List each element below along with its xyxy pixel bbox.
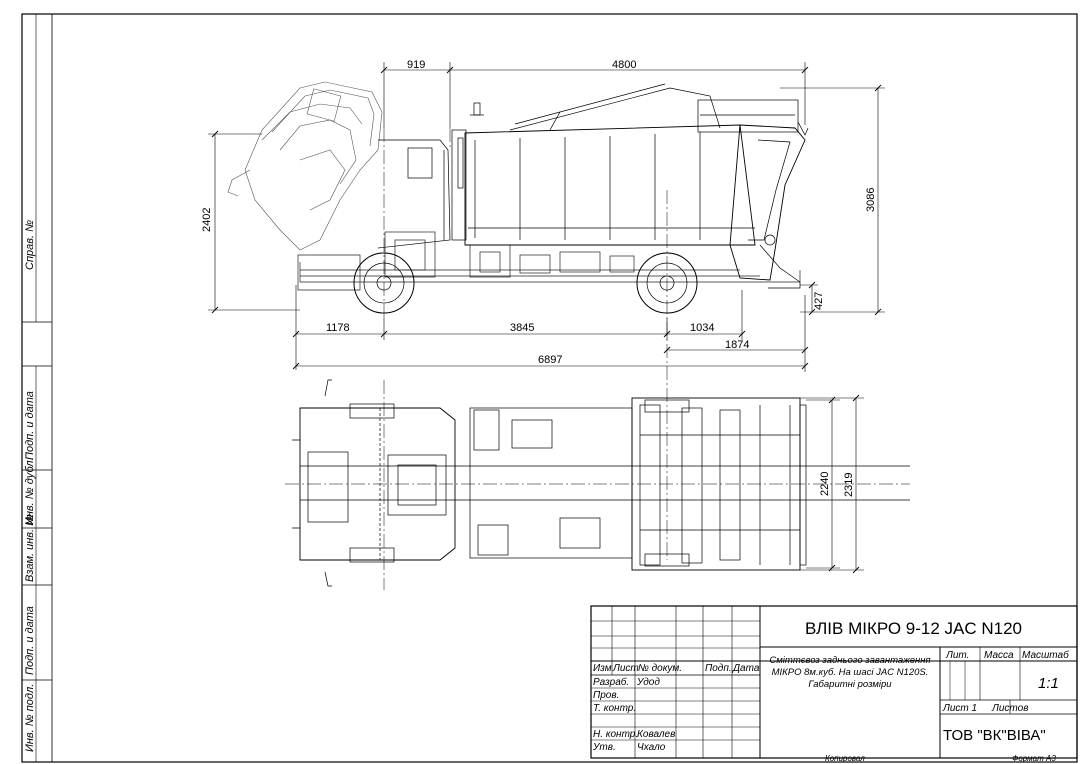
copied-label: Копировал [825, 754, 865, 763]
stamp-podp-data-2: Подп. и дата [24, 606, 36, 675]
plan-dimension-ticks [828, 394, 860, 574]
dimension-lines [208, 62, 885, 372]
drawing-frame [21, 13, 1078, 763]
garbage-body [451, 83, 799, 246]
dim-2319: 2319 [843, 473, 855, 497]
dimension-ticks [211, 66, 882, 370]
stamp-sprav: Справ. № [24, 220, 36, 270]
dim-4800: 4800 [612, 59, 636, 71]
plan-centerlines [285, 380, 910, 590]
description-line-3: Габаритні розміри [808, 679, 892, 690]
side-stamp: Справ. № Подп. и дата Инв. № дубл. Взам.… [24, 220, 36, 752]
col-doc: № докум. [638, 663, 682, 674]
scale-value: 1:1 [1038, 675, 1059, 692]
title-block [590, 605, 1078, 759]
col-data: Дата [732, 663, 760, 674]
stamp-inv-podl: Инв. № подл. [24, 684, 36, 752]
massa-label: Масса [984, 650, 1014, 661]
name-utv: Чхало [637, 742, 666, 753]
dim-1874: 1874 [725, 339, 749, 351]
dim-1034: 1034 [690, 322, 714, 334]
plan-dimension-labels: 2240 2319 [819, 472, 855, 497]
name-razrab: Удод [636, 677, 660, 688]
stamp-inv-dubl: Инв. № дубл. [24, 457, 36, 525]
title-block-text: ВЛІВ МІКРО 9-12 JAC N120 Сміттєвоз заднь… [592, 619, 1069, 763]
format-label: Формат А3 [1012, 754, 1056, 763]
truck-plan-view [292, 379, 910, 587]
drawing-title: ВЛІВ МІКРО 9-12 JAC N120 [805, 619, 1022, 638]
col-list: Лист [612, 663, 639, 674]
side-view-centerlines [383, 128, 668, 560]
dim-919: 919 [407, 59, 425, 71]
dim-427: 427 [813, 292, 825, 310]
plan-dimension-lines [800, 397, 864, 571]
dim-1178: 1178 [326, 322, 350, 334]
truck-side-view [227, 81, 809, 314]
rear-loader [729, 121, 809, 289]
sheet-label: Лист 1 [942, 703, 977, 714]
stamp-vzam-inv: Взам. инв. № [24, 514, 36, 582]
masshtab-label: Масштаб [1022, 649, 1069, 661]
dim-3845: 3845 [510, 322, 534, 334]
row-tkontr: Т. контр. [593, 703, 636, 714]
row-nkontr: Н. контр. [593, 729, 638, 740]
lit-label: Лит. [945, 650, 969, 661]
company-name: ТОВ "ВК"ВІВА" [943, 727, 1046, 744]
sheets-label: Листов [991, 703, 1028, 714]
dimension-labels: 919 4800 2402 3086 427 1178 3845 1034 18… [201, 59, 877, 366]
col-izm: Изм [593, 663, 612, 674]
dim-6897: 6897 [538, 354, 562, 366]
dim-3086: 3086 [865, 188, 877, 212]
description-line-1: Сміттєвоз заднього завантаження [769, 655, 930, 666]
dim-2402: 2402 [201, 208, 213, 232]
row-utv: Утв. [592, 742, 616, 753]
cab [377, 139, 451, 249]
col-podp: Подп. [705, 663, 732, 674]
row-prov: Пров. [593, 690, 619, 701]
tilted-cab-outline [227, 81, 383, 251]
description-line-2: МІКРО 8м.куб. На шасі JAC N120S. [772, 667, 929, 678]
stamp-podp-data-1: Подп. и дата [24, 391, 36, 460]
dim-2240: 2240 [819, 472, 831, 496]
engine-cluster [297, 231, 801, 291]
row-razrab: Разраб. [593, 676, 629, 688]
name-nkontr: Ковалев [637, 729, 675, 740]
